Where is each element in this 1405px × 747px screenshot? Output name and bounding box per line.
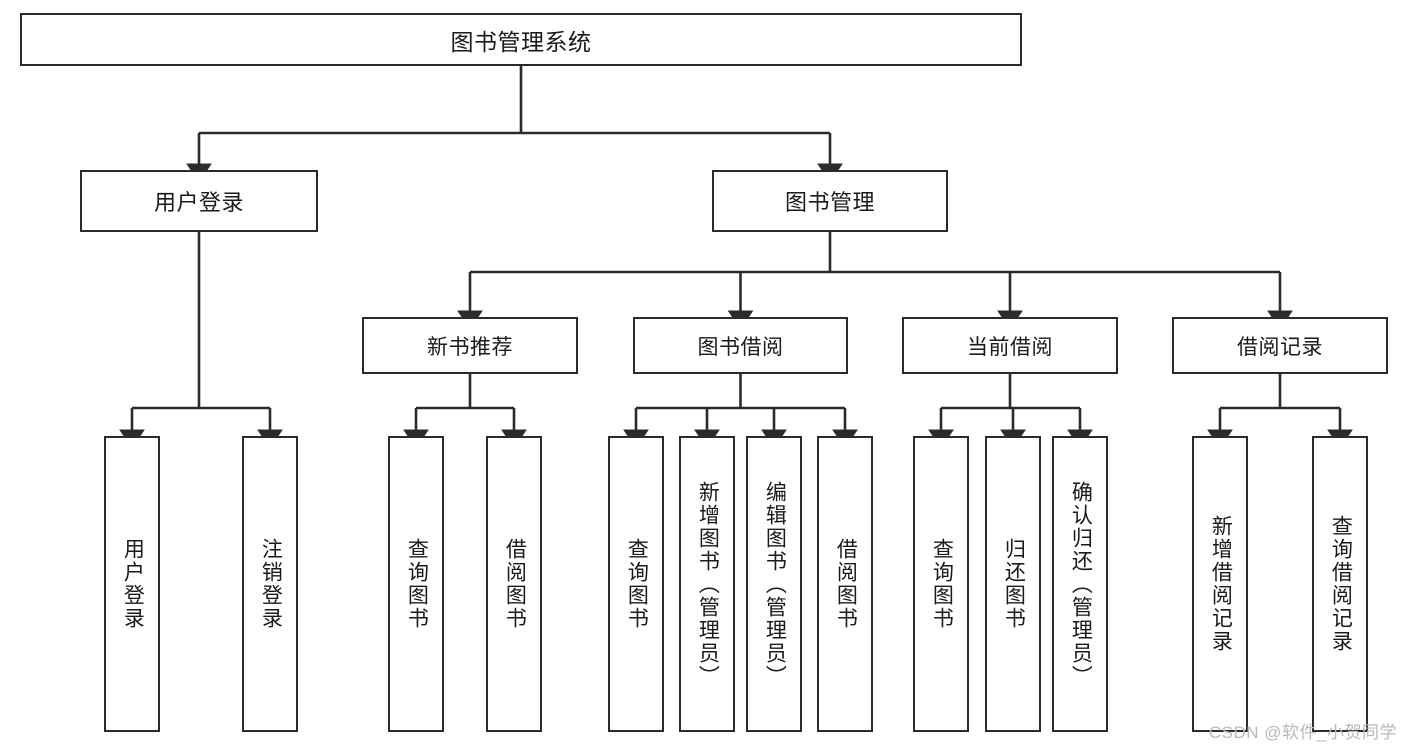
node-user-login[interactable]: 用户登录 [80, 170, 318, 232]
node-label-new-book-recommend: 新书推荐 [427, 335, 513, 359]
node-label-borrow-record: 借阅记录 [1237, 335, 1323, 359]
node-label-leaf-add-book: 新增图书（管理员） [696, 480, 720, 688]
node-leaf-edit-book[interactable]: 编辑图书（管理员） [746, 436, 802, 732]
node-label-user-login: 用户登录 [153, 190, 244, 215]
node-label-leaf-edit-book: 编辑图书（管理员） [763, 480, 787, 688]
node-leaf-query-book-1[interactable]: 查询图书 [388, 436, 444, 732]
node-leaf-query-book-2[interactable]: 查询图书 [608, 436, 664, 732]
node-label-leaf-confirm-return: 确认归还（管理员） [1069, 480, 1093, 688]
node-label-leaf-borrow-book-1: 借阅图书 [503, 538, 527, 630]
node-leaf-confirm-return[interactable]: 确认归还（管理员） [1052, 436, 1108, 732]
node-new-book-recommend[interactable]: 新书推荐 [362, 317, 578, 374]
node-book-borrow[interactable]: 图书借阅 [633, 317, 848, 374]
node-label-root: 图书管理系统 [450, 28, 592, 55]
node-leaf-query-book-3[interactable]: 查询图书 [913, 436, 969, 732]
node-current-borrow[interactable]: 当前借阅 [902, 317, 1118, 374]
node-label-leaf-query-book-1: 查询图书 [405, 538, 429, 630]
node-borrow-record[interactable]: 借阅记录 [1172, 317, 1388, 374]
node-label-leaf-add-record: 新增借阅记录 [1209, 515, 1233, 653]
csdn-watermark: CSDN @软件_小贺同学 [1208, 723, 1397, 742]
node-label-leaf-user-logout: 注销登录 [259, 538, 283, 630]
node-leaf-user-logout[interactable]: 注销登录 [242, 436, 298, 732]
node-leaf-user-login[interactable]: 用户登录 [104, 436, 160, 732]
node-root[interactable]: 图书管理系统 [20, 13, 1022, 66]
node-leaf-borrow-book-1[interactable]: 借阅图书 [486, 436, 542, 732]
node-label-leaf-borrow-book-2: 借阅图书 [834, 538, 858, 630]
node-label-leaf-user-login: 用户登录 [121, 538, 145, 630]
node-label-leaf-query-book-3: 查询图书 [930, 538, 954, 630]
node-label-leaf-query-book-2: 查询图书 [625, 538, 649, 630]
node-leaf-add-record[interactable]: 新增借阅记录 [1192, 436, 1248, 732]
node-label-current-borrow: 当前借阅 [967, 335, 1053, 359]
node-label-book-manage: 图书管理 [784, 190, 875, 215]
node-book-manage[interactable]: 图书管理 [712, 170, 948, 232]
node-leaf-add-book[interactable]: 新增图书（管理员） [679, 436, 735, 732]
node-leaf-return-book[interactable]: 归还图书 [985, 436, 1041, 732]
node-label-leaf-query-record: 查询借阅记录 [1329, 515, 1353, 653]
node-label-leaf-return-book: 归还图书 [1002, 538, 1026, 630]
node-leaf-query-record[interactable]: 查询借阅记录 [1312, 436, 1368, 732]
node-label-book-borrow: 图书借阅 [697, 335, 784, 359]
node-leaf-borrow-book-2[interactable]: 借阅图书 [817, 436, 873, 732]
